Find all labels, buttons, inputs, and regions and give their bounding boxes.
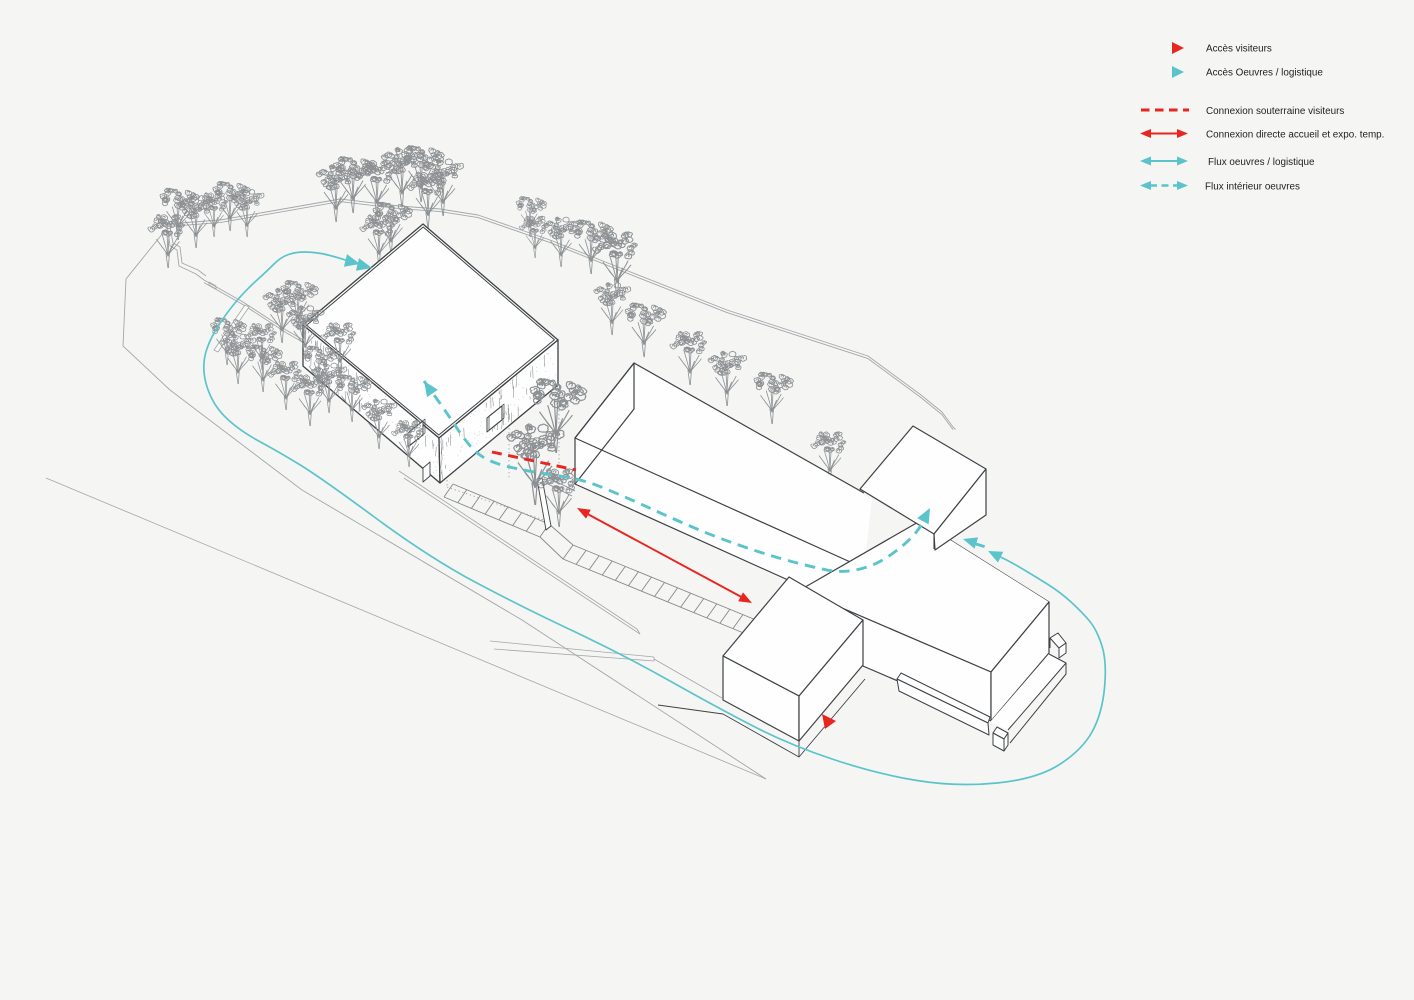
svg-text:Accès visiteurs: Accès visiteurs xyxy=(1206,44,1272,55)
svg-text:Flux intérieur oeuvres: Flux intérieur oeuvres xyxy=(1205,182,1300,193)
svg-text:Connexion souterraine visiteur: Connexion souterraine visiteurs xyxy=(1206,106,1344,117)
svg-text:Connexion directe accueil et e: Connexion directe accueil et expo. temp. xyxy=(1206,130,1384,141)
svg-text:Flux oeuvres / logistique: Flux oeuvres / logistique xyxy=(1208,157,1315,168)
svg-text:Accès Oeuvres / logistique: Accès Oeuvres / logistique xyxy=(1206,68,1323,79)
